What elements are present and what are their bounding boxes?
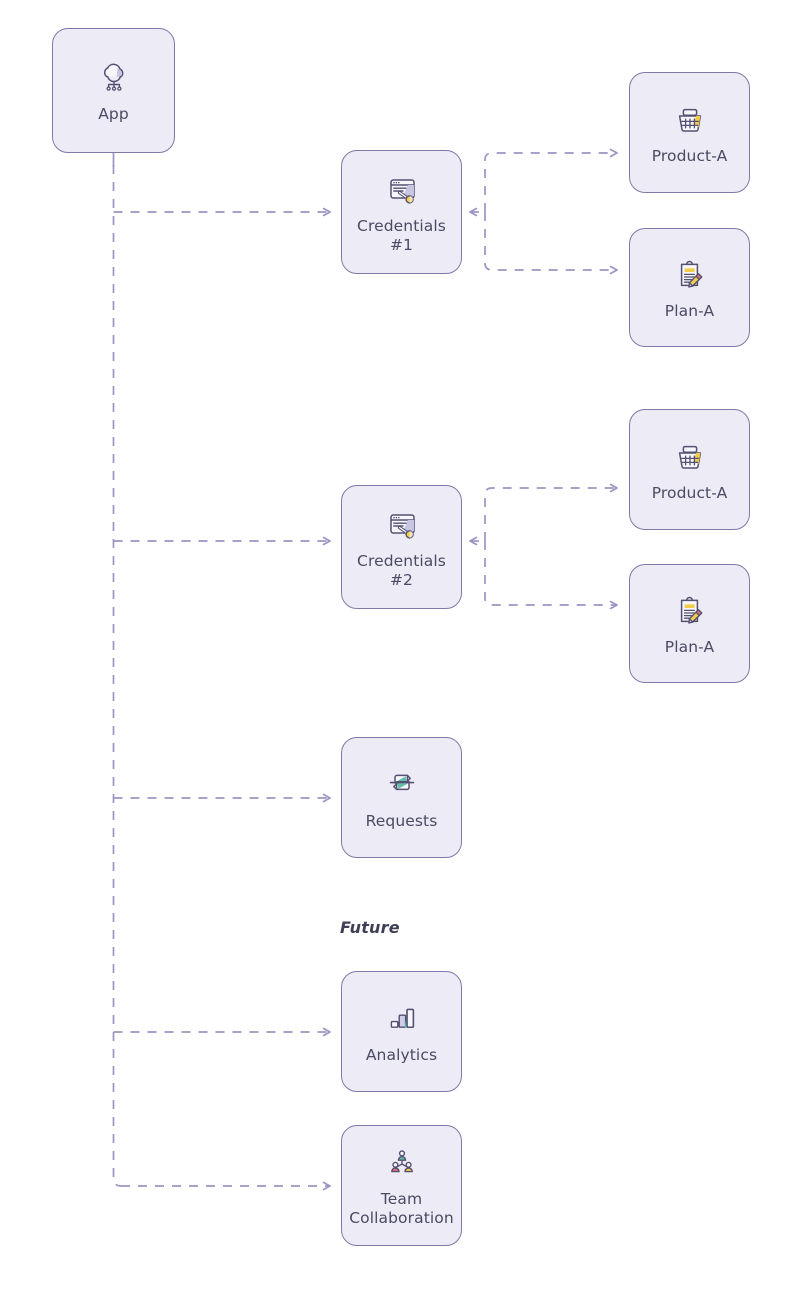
node-app[interactable]: App [52, 28, 175, 153]
edge-credentials-1-to-product-a [484, 148, 618, 212]
node-product-a-2[interactable]: Product-A [629, 409, 750, 530]
node-credentials-1[interactable]: Credentials #1 [341, 150, 462, 274]
node-plan-a-2[interactable]: Plan-A [629, 564, 750, 683]
node-label: Plan-A [664, 301, 715, 320]
node-label: Requests [365, 811, 438, 830]
node-label: Team Collaboration [349, 1190, 454, 1227]
edge-credentials-2-to-product-a [484, 483, 618, 541]
node-requests[interactable]: Requests [341, 737, 462, 858]
node-label: Plan-A [664, 637, 715, 656]
section-label-future: Future [340, 918, 400, 937]
clipboard-pencil-icon [670, 255, 710, 295]
node-label: Product-A [651, 146, 728, 165]
node-plan-a-1[interactable]: Plan-A [629, 228, 750, 347]
shopping-basket-icon [670, 100, 710, 140]
node-credentials-2[interactable]: Credentials #2 [341, 485, 462, 609]
edge-credentials-1-to-plan-a [484, 212, 618, 275]
clipboard-pencil-icon [670, 591, 710, 631]
people-group-icon [382, 1143, 422, 1183]
browser-key-icon [382, 170, 422, 210]
node-team-collaboration[interactable]: Team Collaboration [341, 1125, 462, 1246]
node-label: Product-A [651, 483, 728, 502]
browser-key-icon [382, 505, 422, 545]
node-label: Credentials #2 [357, 551, 446, 589]
node-label: App [98, 104, 129, 123]
exchange-arrows-icon [382, 765, 422, 805]
node-label: Analytics [365, 1045, 438, 1064]
shopping-basket-icon [670, 437, 710, 477]
node-analytics[interactable]: Analytics [341, 971, 462, 1092]
node-label: Credentials #1 [357, 216, 446, 254]
bar-chart-icon [382, 999, 422, 1039]
edge-credentials-2-to-plan-a [484, 541, 618, 610]
node-product-a-1[interactable]: Product-A [629, 72, 750, 193]
cloud-network-icon [94, 58, 134, 98]
edge-app-spine [112, 165, 122, 1187]
